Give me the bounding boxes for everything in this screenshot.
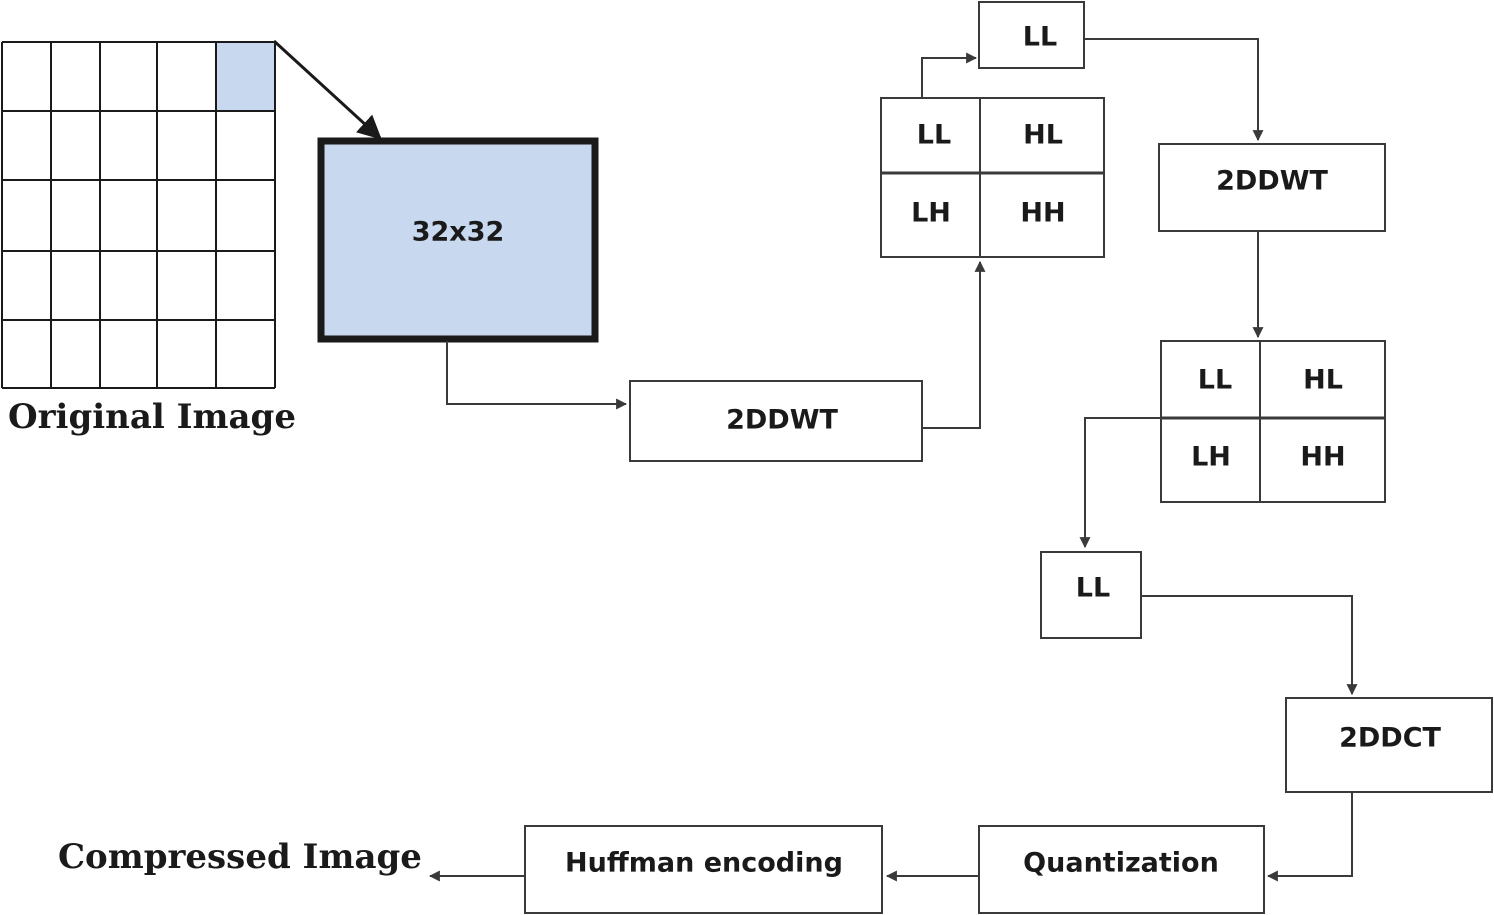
arrow-dct-to-quantization — [1266, 792, 1353, 882]
subband-2-lh: LH — [1191, 442, 1231, 473]
arrow-dwt1-to-subbands1 — [922, 260, 986, 429]
highlighted-block-cell — [216, 42, 275, 111]
arrow-block-to-dwt1 — [446, 341, 628, 410]
ll-box-1-label: LL — [1023, 22, 1057, 53]
subband-grid-2: LL HL LH HH — [1160, 340, 1386, 503]
dct-box-label: 2DDCT — [1339, 723, 1441, 754]
ll-box-1: LL — [978, 1, 1085, 69]
subband-1-hl: HL — [1023, 120, 1063, 151]
huffman-box: Huffman encoding — [524, 825, 883, 914]
subband-2-hh: HH — [1300, 442, 1345, 473]
dwt-box-1: 2DDWT — [629, 380, 923, 462]
block-32x32: 32x32 — [317, 137, 599, 343]
subband-1-lh: LH — [911, 198, 951, 229]
dwt-box-2-label: 2DDWT — [1216, 166, 1328, 197]
arrow-ll1-to-llbox1 — [921, 52, 978, 98]
subband-1-hh: HH — [1020, 198, 1065, 229]
subband-1-ll: LL — [917, 120, 951, 151]
subband-grid-1: LL HL LH HH — [880, 97, 1105, 258]
quantization-box-label: Quantization — [1023, 848, 1219, 879]
dwt-box-1-label: 2DDWT — [726, 405, 838, 436]
ll-box-2-label: LL — [1076, 573, 1110, 604]
original-image-label: Original Image — [8, 397, 296, 437]
zoom-arrow — [272, 39, 382, 140]
ll-box-2: LL — [1040, 551, 1142, 639]
original-image-grid — [1, 41, 276, 389]
arrow-llbox1-to-dwt2 — [1084, 38, 1264, 142]
block-label: 32x32 — [412, 217, 505, 248]
subband-2-hl: HL — [1303, 365, 1343, 396]
dct-box: 2DDCT — [1285, 697, 1493, 793]
compressed-image-label: Compressed Image — [58, 837, 422, 877]
arrow-llbox2-to-dct — [1141, 595, 1358, 696]
quantization-box: Quantization — [978, 825, 1265, 914]
subband-2-ll: LL — [1198, 365, 1232, 396]
dwt-box-2: 2DDWT — [1158, 143, 1386, 232]
huffman-box-label: Huffman encoding — [565, 848, 843, 879]
grid-lines — [1, 41, 276, 389]
arrow-ll2-to-llbox2 — [1079, 417, 1161, 549]
